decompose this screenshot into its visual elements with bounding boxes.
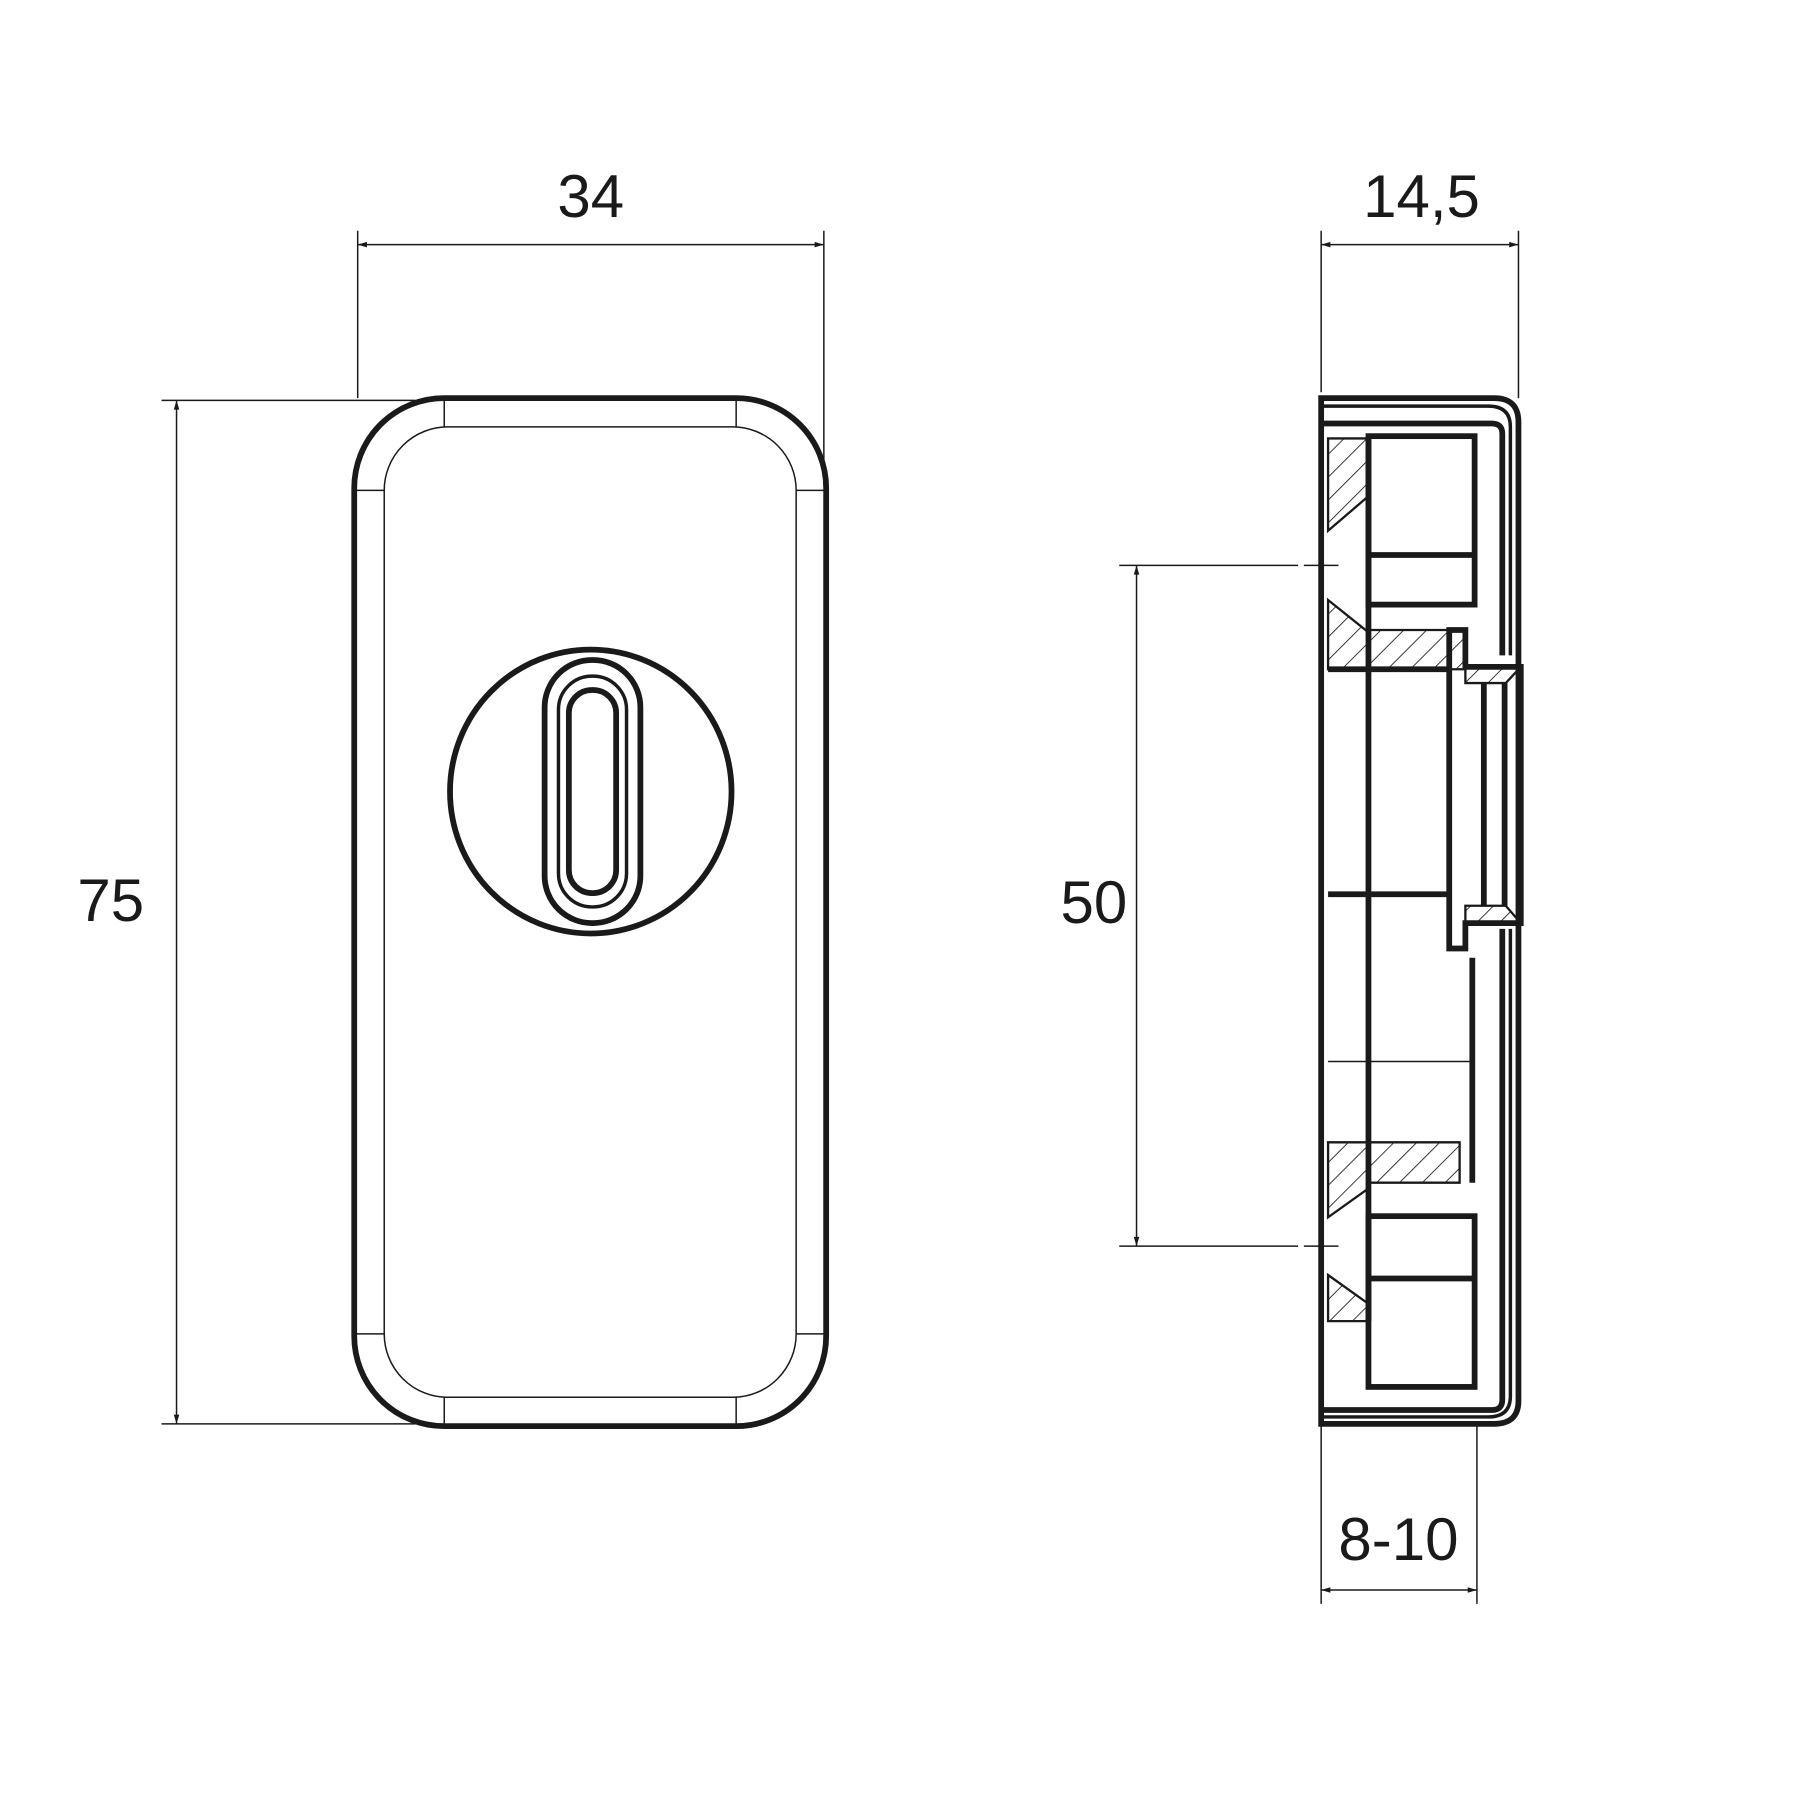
side-section-view [1303,395,1524,1427]
dimension-width: 34 [356,163,825,485]
plate-outline [351,395,830,1430]
height-label: 75 [77,867,144,934]
keyhole-outer [541,657,644,926]
front-view [351,395,830,1430]
depth-label: 14,5 [1363,163,1480,230]
upper-cavity [1365,433,1478,608]
door-thickness-label: 8-10 [1338,1506,1458,1573]
plate-corner-ticks [354,398,827,1427]
lower-cavity [1365,1213,1478,1390]
dimension-depth: 14,5 [1320,163,1520,399]
key-rosette [447,646,735,937]
hole-spacing-label: 50 [1060,869,1127,936]
keyhole-mid [556,674,629,909]
dimension-height: 75 [77,399,416,1425]
side-outline [1318,395,1522,1427]
dimension-door-thickness: 8-10 [1320,1426,1478,1604]
plate-inner-edge [383,426,797,1399]
keyhole-slot [565,687,620,896]
width-label: 34 [557,163,624,230]
dimension-hole-spacing: 50 [1060,564,1299,1247]
